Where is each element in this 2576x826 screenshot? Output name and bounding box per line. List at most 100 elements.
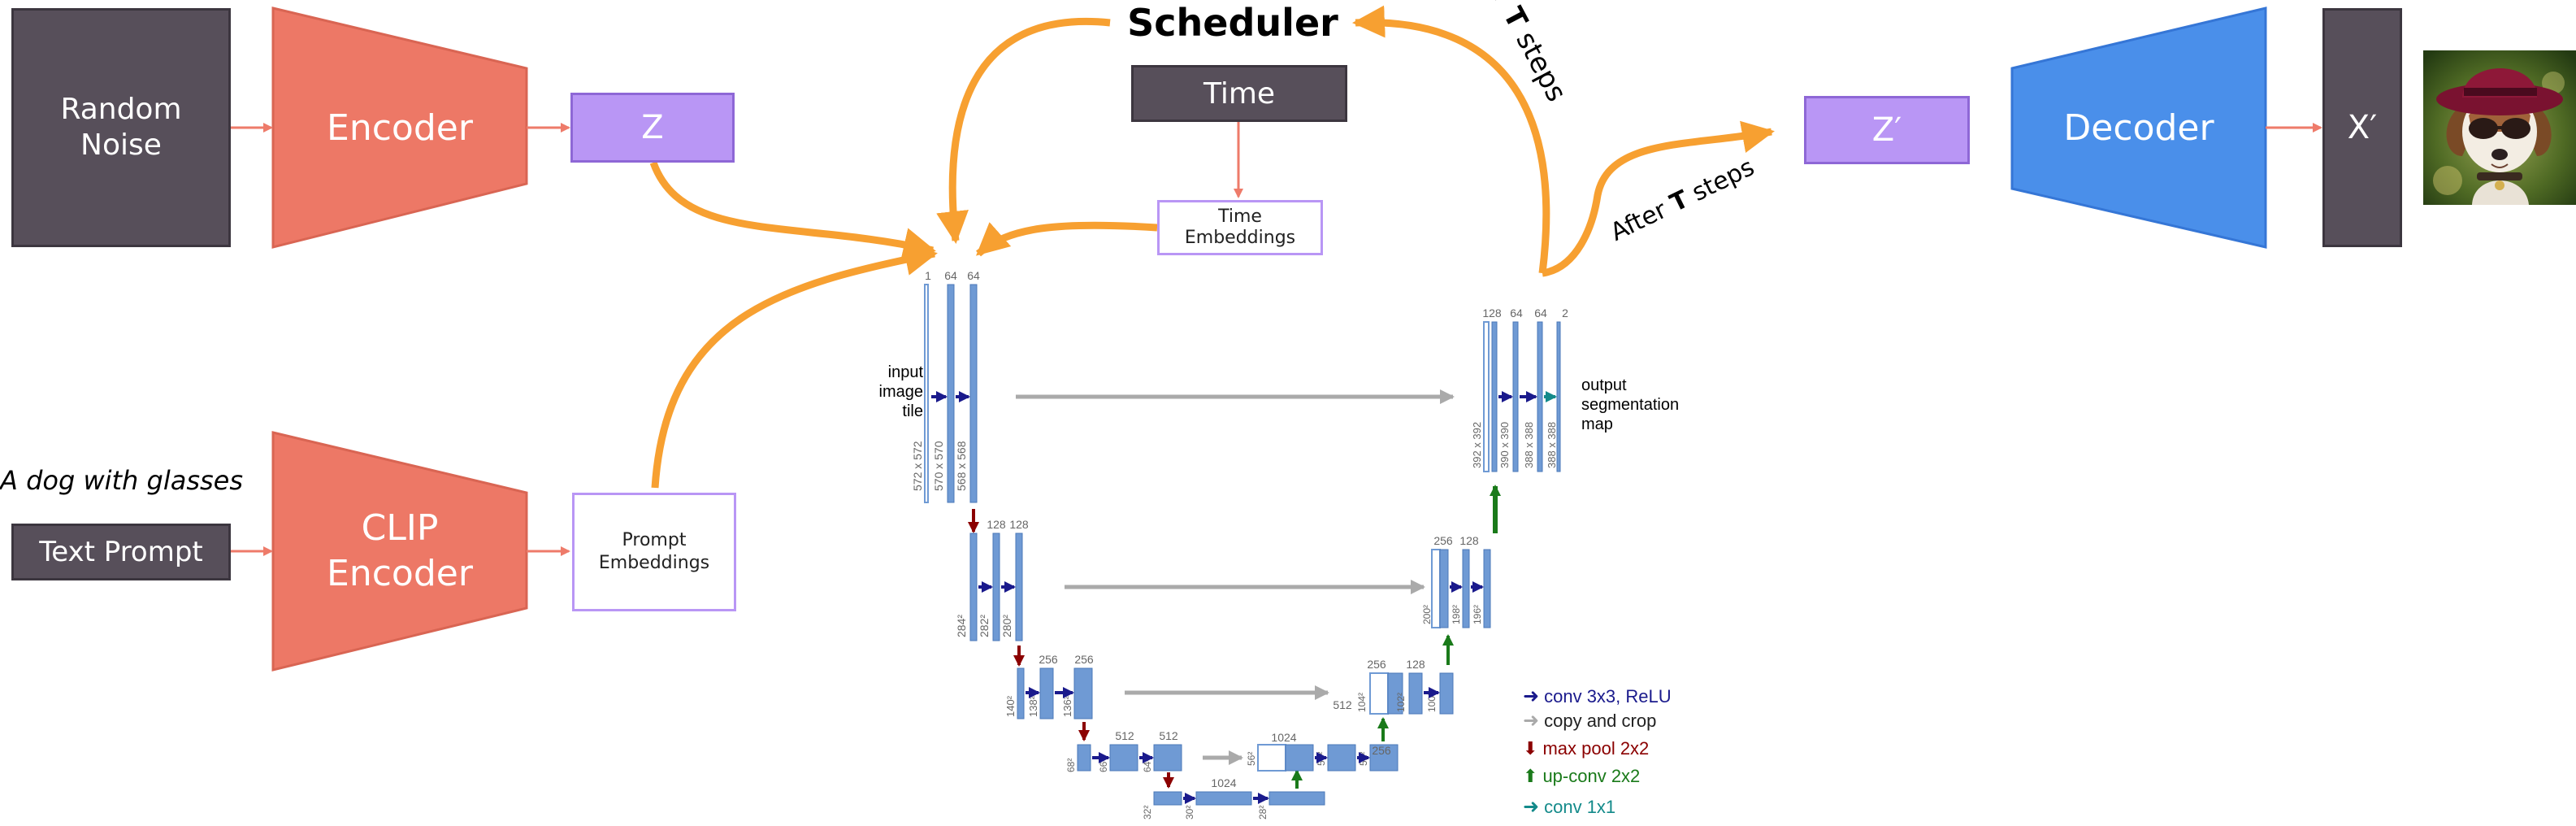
encoder-label: Encoder bbox=[327, 107, 473, 149]
unet-size-label: 64² bbox=[1142, 759, 1153, 772]
unet-channel-label: 1 bbox=[925, 269, 931, 282]
unet-channel-label: 512 bbox=[1333, 698, 1352, 711]
unet-bottom-bar bbox=[1195, 791, 1252, 806]
unet-l4-bar bbox=[1109, 744, 1138, 772]
prompt-to-unet-arrow bbox=[651, 243, 938, 489]
unet-size-label: 392 x 392 bbox=[1471, 422, 1483, 468]
unet-size-label: 28² bbox=[1257, 806, 1268, 819]
arrow-down-icon: ⬇ bbox=[1523, 738, 1538, 759]
legend-max-pool: ⬇ max pool 2x2 bbox=[1523, 738, 1650, 759]
decoder-label: Decoder bbox=[2063, 107, 2214, 149]
unet-channel-label: 256 bbox=[1074, 653, 1094, 666]
unet-size-label: 68² bbox=[1065, 759, 1077, 772]
unet-u2-bar bbox=[1439, 549, 1449, 628]
unet-size-label: 198² bbox=[1451, 605, 1462, 624]
unet-size-label: 390 x 390 bbox=[1498, 422, 1511, 468]
random-noise-block: Random Noise bbox=[11, 8, 231, 247]
text-prompt-block: Text Prompt bbox=[11, 524, 231, 580]
generated-dog-image bbox=[2423, 50, 2576, 205]
z-block: Z bbox=[570, 93, 735, 163]
arrow-right-icon: ➜ bbox=[1523, 796, 1540, 818]
unet-size-label: 104² bbox=[1356, 693, 1368, 712]
unet-u4-bar bbox=[1327, 744, 1356, 772]
unet-channel-label: 64 bbox=[1510, 306, 1523, 320]
time-emb-to-unet-arrow bbox=[976, 221, 1158, 257]
unet-u3-bar bbox=[1408, 672, 1423, 715]
unet-size-label: 66² bbox=[1098, 759, 1109, 772]
unet-u2-bar bbox=[1431, 549, 1441, 628]
unet-u3-bar bbox=[1369, 672, 1389, 715]
encoder-shape bbox=[271, 7, 528, 249]
unet-size-label: 280² bbox=[1000, 615, 1013, 637]
scheduler-title: Scheduler bbox=[1127, 1, 1338, 45]
unet-u1-bar bbox=[1512, 321, 1519, 472]
unet-size-label: 30² bbox=[1184, 806, 1195, 819]
unet-output-label: output segmentation map bbox=[1581, 376, 1680, 433]
unet-u4-bar bbox=[1369, 744, 1399, 772]
unet-l3-bar bbox=[1073, 667, 1093, 719]
unet-l3-bar bbox=[1017, 667, 1025, 719]
unet-size-label: 100² bbox=[1426, 693, 1438, 712]
legend-conv1x1: ➜ conv 1x1 bbox=[1523, 796, 1616, 818]
unet-size-label: 102² bbox=[1395, 693, 1407, 712]
unet-l1-bar bbox=[947, 284, 955, 503]
unet-channel-label: 256 bbox=[1039, 653, 1058, 666]
arrow-right-icon: ➜ bbox=[1523, 685, 1540, 707]
unet-channel-label: 128 bbox=[1459, 534, 1479, 547]
unet-l2-bar bbox=[969, 533, 978, 641]
unet-size-label: 56² bbox=[1246, 752, 1257, 766]
unet-l1-bar bbox=[969, 284, 978, 503]
unet-channel-label: 128 bbox=[987, 518, 1006, 531]
arrow-right-icon: ➜ bbox=[1523, 710, 1540, 732]
arrow-up-icon: ⬆ bbox=[1523, 766, 1538, 786]
x-prime-block: X′ bbox=[2322, 8, 2402, 247]
unet-channel-label: 256 bbox=[1433, 534, 1453, 547]
unet-size-label: 136² bbox=[1061, 695, 1073, 717]
unet-u1-bar bbox=[1491, 321, 1498, 472]
unet-channel-label: 64 bbox=[944, 269, 957, 282]
decoder-shape bbox=[2010, 7, 2267, 249]
unet-channel-label: 256 bbox=[1367, 658, 1386, 671]
unet-u1-bar bbox=[1483, 321, 1490, 472]
unet-channel-label: 1024 bbox=[1211, 776, 1236, 789]
unet-channel-label: 512 bbox=[1159, 729, 1178, 742]
unet-l2-bar bbox=[1015, 533, 1023, 641]
unet-bottom-bar bbox=[1268, 791, 1325, 806]
unet-channel-label: 1024 bbox=[1271, 731, 1296, 744]
z-to-unet-arrow bbox=[649, 161, 936, 260]
legend-conv3x3: ➜ conv 3x3, ReLU bbox=[1523, 685, 1672, 707]
unet-u2-bar bbox=[1483, 549, 1491, 628]
after-steps-arrow bbox=[1542, 120, 1775, 277]
unet-size-label: 570 x 570 bbox=[932, 441, 945, 491]
unet-l3-bar bbox=[1039, 667, 1054, 719]
unet-u3-bar bbox=[1439, 672, 1454, 715]
unet-size-label: 196² bbox=[1472, 605, 1483, 624]
unet-u2-bar bbox=[1462, 549, 1470, 628]
loop-to-scheduler-arrow bbox=[1352, 5, 1550, 274]
unet-l4-bar bbox=[1153, 744, 1182, 772]
unet-u4-bar bbox=[1257, 744, 1286, 772]
unet-size-label: 138² bbox=[1027, 695, 1039, 717]
unet-size-label: 282² bbox=[978, 615, 991, 637]
unet-input-bar bbox=[924, 284, 929, 503]
unet-l2-bar bbox=[992, 533, 1000, 641]
unet-size-label: 388 x 388 bbox=[1523, 422, 1535, 468]
clip-encoder-shape bbox=[271, 431, 528, 672]
scheduler-to-unet-arrow bbox=[936, 18, 1111, 244]
legend-copy-crop: ➜ copy and crop bbox=[1523, 710, 1657, 732]
unet-size-label: 388 x 388 bbox=[1546, 422, 1558, 468]
unet-channel-label: 64 bbox=[1534, 306, 1547, 320]
time-block: Time bbox=[1131, 65, 1347, 122]
prompt-embeddings-block: Prompt Embeddings bbox=[572, 493, 736, 611]
unet-size-label: 32² bbox=[1142, 806, 1153, 819]
unet-u4-bar bbox=[1285, 744, 1314, 772]
z-prime-block: Z′ bbox=[1804, 96, 1970, 164]
legend-up-conv: ⬆ up-conv 2x2 bbox=[1523, 766, 1641, 786]
unet-size-label: 568 x 568 bbox=[955, 441, 968, 491]
unet-input-label: input image tile bbox=[878, 363, 923, 420]
unet-channel-label: 128 bbox=[1482, 306, 1502, 320]
unet-channel-label: 2 bbox=[1562, 306, 1568, 320]
